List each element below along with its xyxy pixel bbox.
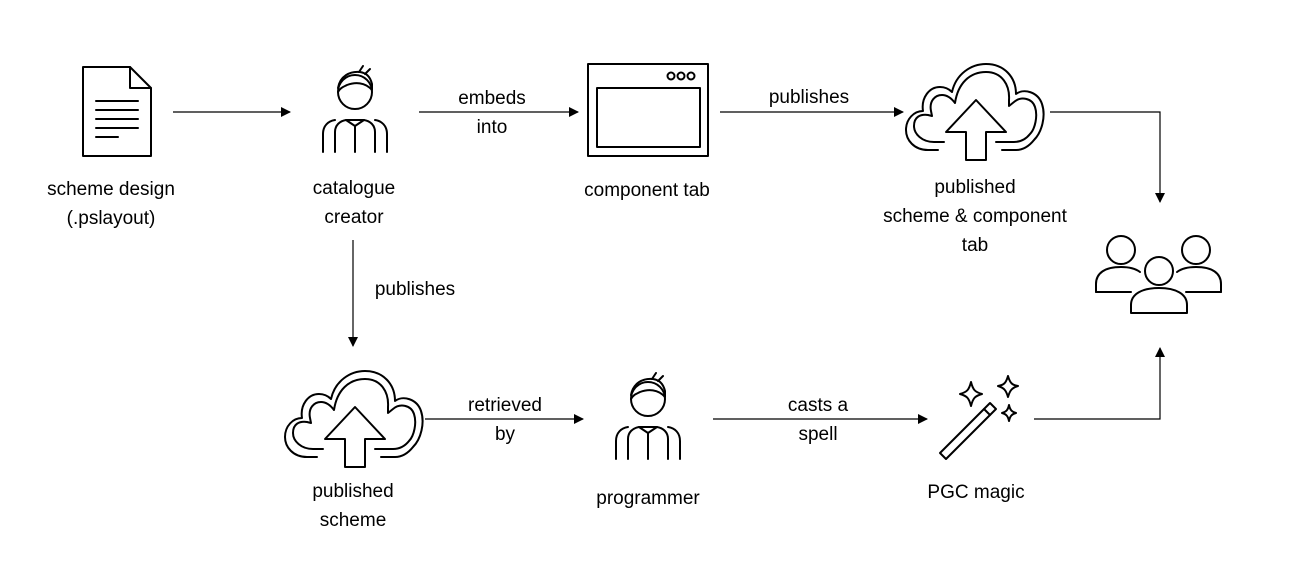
magic-wand-icon [939, 375, 1019, 460]
edge-published-to-users [1050, 111, 1165, 203]
published-scheme-label: published scheme [312, 481, 394, 531]
edge-label-publishes-down: publishes [374, 279, 456, 300]
cloud-upload-icon [284, 370, 424, 468]
catalogue-creator-label: catalogue creator [312, 178, 396, 228]
edge-magic-to-users [1034, 347, 1165, 420]
browser-window-icon [587, 63, 709, 157]
person-icon [322, 65, 388, 153]
edge-label-embeds-into: embeds into [458, 88, 526, 138]
edge-label-casts-a-spell: casts a spell [787, 395, 849, 445]
programmer-label: programmer [596, 488, 700, 509]
person-icon [615, 372, 681, 460]
scheme-design-label: scheme design (.pslayout) [47, 179, 175, 229]
edge-label-retrieved-by: retrieved by [468, 395, 542, 445]
published-scheme-component-tab-label: published scheme & component tab [883, 177, 1067, 256]
edge-label-publishes-top: publishes [768, 87, 850, 108]
pgc-magic-label: PGC magic [927, 482, 1025, 503]
user-group-icon [1095, 235, 1222, 314]
document-icon [82, 66, 152, 157]
component-tab-label: component tab [584, 180, 710, 201]
cloud-upload-icon [905, 63, 1045, 161]
